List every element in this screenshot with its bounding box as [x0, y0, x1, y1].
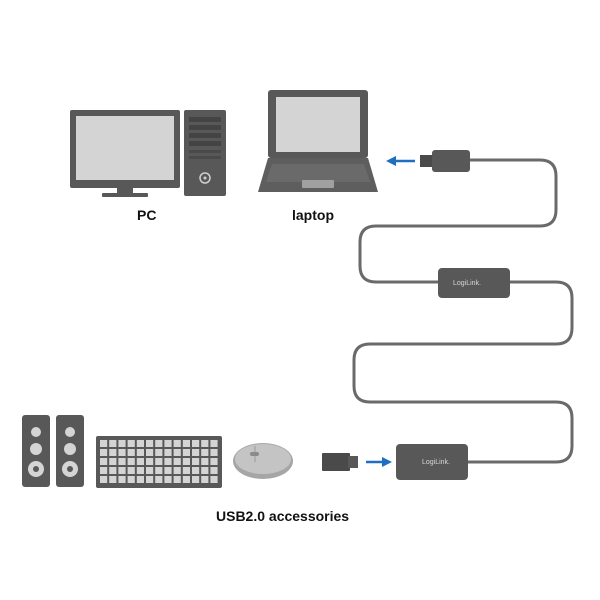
- keyboard-key: [155, 449, 163, 456]
- keyboard-key: [100, 458, 108, 465]
- keyboard-key: [100, 449, 108, 456]
- keyboard-key: [127, 476, 135, 483]
- keyboard-key: [164, 476, 172, 483]
- arrow-icon: [386, 156, 415, 166]
- keyboard-key: [164, 440, 172, 447]
- keyboard-key: [182, 476, 190, 483]
- keyboard-key: [182, 458, 190, 465]
- keyboard-key: [136, 476, 144, 483]
- keyboard-key: [182, 440, 190, 447]
- accessories-label: USB2.0 accessories: [216, 508, 350, 524]
- keyboard-key: [182, 467, 190, 474]
- laptop-icon: [258, 90, 378, 192]
- keyboard-key: [192, 449, 200, 456]
- laptop-label: laptop: [292, 207, 334, 223]
- mouse-icon: [233, 443, 293, 479]
- pc-tower-icon: [184, 110, 226, 196]
- keyboard-key: [164, 458, 172, 465]
- keyboard-key: [173, 458, 181, 465]
- keyboard-key: [155, 440, 163, 447]
- cable-icon: [352, 158, 574, 464]
- keyboard-key: [136, 449, 144, 456]
- keyboard-key: [109, 449, 117, 456]
- keyboard-key: [109, 458, 117, 465]
- keyboard-key: [210, 476, 218, 483]
- keyboard-key: [146, 476, 154, 483]
- keyboard-key: [201, 476, 209, 483]
- keyboard-key: [173, 476, 181, 483]
- keyboard-key: [146, 467, 154, 474]
- keyboard-key: [127, 449, 135, 456]
- keyboard-key: [109, 476, 117, 483]
- logilink-box-icon: LogiLink.: [438, 268, 510, 298]
- keyboard-key: [127, 467, 135, 474]
- keyboard-key: [192, 467, 200, 474]
- keyboard-key: [127, 440, 135, 447]
- logilink-box-icon: LogiLink.: [396, 444, 468, 480]
- keyboard-key: [136, 458, 144, 465]
- keyboard-key: [192, 440, 200, 447]
- keyboard-icon: [96, 436, 222, 488]
- usb-plug-icon: [420, 150, 470, 172]
- keyboard-key: [118, 440, 126, 447]
- keyboard-key: [100, 476, 108, 483]
- keyboard-key: [118, 467, 126, 474]
- brand-label-bottom: LogiLink.: [422, 459, 450, 466]
- speaker-icon: [22, 415, 50, 487]
- arrow-icon: [366, 457, 392, 467]
- keyboard-key: [164, 449, 172, 456]
- keyboard-key: [100, 440, 108, 447]
- keyboard-key: [164, 467, 172, 474]
- keyboard-key: [210, 458, 218, 465]
- pc-label: PC: [137, 207, 157, 223]
- keyboard-key: [182, 449, 190, 456]
- keyboard-key: [109, 440, 117, 447]
- keyboard-key: [118, 476, 126, 483]
- keyboard-key: [173, 449, 181, 456]
- keyboard-key: [109, 467, 117, 474]
- keyboard-key: [192, 458, 200, 465]
- keyboard-key: [192, 476, 200, 483]
- keyboard-key: [118, 449, 126, 456]
- keyboard-key: [146, 458, 154, 465]
- keyboard-key: [136, 440, 144, 447]
- keyboard-key: [201, 467, 209, 474]
- usb-plug-icon: [322, 453, 358, 471]
- pc-monitor-icon: [70, 110, 180, 197]
- keyboard-key: [127, 458, 135, 465]
- keyboard-key: [155, 458, 163, 465]
- brand-label-top: LogiLink.: [453, 280, 481, 287]
- keyboard-key: [136, 467, 144, 474]
- keyboard-key: [146, 440, 154, 447]
- keyboard-key: [146, 449, 154, 456]
- keyboard-key: [201, 449, 209, 456]
- keyboard-key: [173, 467, 181, 474]
- keyboard-key: [201, 440, 209, 447]
- keyboard-key: [173, 440, 181, 447]
- keyboard-key: [210, 440, 218, 447]
- keyboard-key: [201, 458, 209, 465]
- keyboard-key: [100, 467, 108, 474]
- keyboard-key: [155, 467, 163, 474]
- speaker-icon: [56, 415, 84, 487]
- keyboard-key: [118, 458, 126, 465]
- keyboard-key: [210, 467, 218, 474]
- keyboard-key: [155, 476, 163, 483]
- keyboard-key: [210, 449, 218, 456]
